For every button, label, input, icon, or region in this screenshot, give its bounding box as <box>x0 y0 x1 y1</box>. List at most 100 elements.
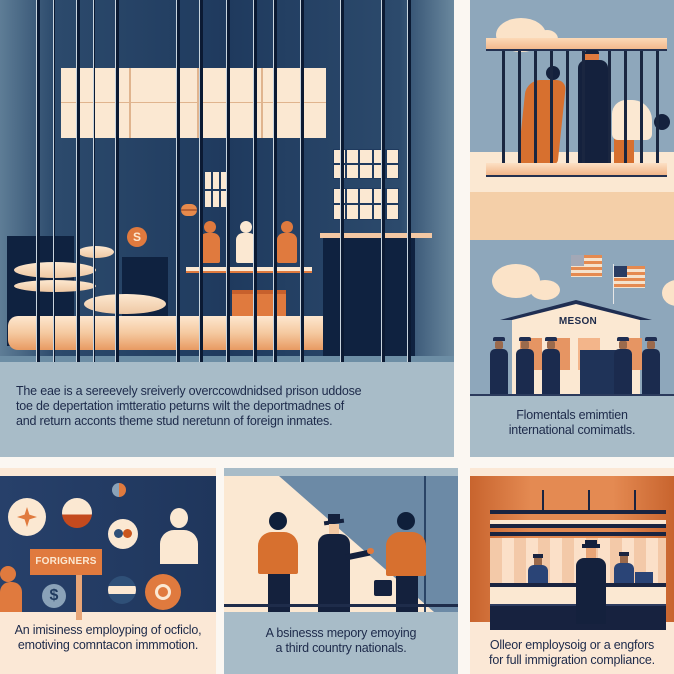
agent-figure <box>542 337 560 395</box>
cage-bar <box>502 51 505 163</box>
small-window <box>204 171 228 208</box>
cage-scene-panel <box>470 0 674 240</box>
cloud-icon <box>662 280 674 306</box>
official-figure <box>316 510 374 612</box>
pillow <box>78 246 114 258</box>
cell-bar <box>76 0 80 362</box>
side-window-upper <box>332 149 400 179</box>
flag-icon <box>614 266 645 288</box>
cell-bar <box>381 0 385 362</box>
inmate-figure <box>236 221 256 267</box>
foreigners-sign: FORIGNERS <box>30 549 102 575</box>
agent-figure <box>516 337 534 395</box>
ledge <box>320 233 432 238</box>
pillow <box>84 294 166 314</box>
cage-bar <box>640 51 643 163</box>
awning-stripe <box>490 520 666 525</box>
person-icon <box>0 566 22 612</box>
inmate-figure <box>200 221 220 267</box>
awning-stripe <box>490 532 666 536</box>
clerk-figure <box>528 554 548 584</box>
cage-bar <box>582 51 585 163</box>
cell-bar <box>273 0 277 362</box>
panel-caption: An imisiness employping of ocficlo, emot… <box>14 623 202 652</box>
settings-badge-icon <box>145 574 181 610</box>
cage-bar <box>518 51 521 163</box>
cell-bar <box>176 0 180 362</box>
coin-icon: S <box>127 227 147 247</box>
food-icon <box>181 204 197 216</box>
cell-bar <box>253 0 257 362</box>
cage-bottom-rail <box>486 163 667 177</box>
counter-illustration <box>470 476 674 630</box>
icons-illustration: FORIGNERS $ <box>0 476 216 620</box>
table <box>232 290 286 316</box>
half-circle-icon <box>62 498 92 528</box>
large-window <box>61 68 326 138</box>
cage-bar <box>608 51 611 163</box>
prisoner-head <box>546 66 560 80</box>
agent-figure <box>642 337 660 395</box>
cage-bar <box>656 51 659 163</box>
cell-bar <box>340 0 344 362</box>
cell-bar <box>300 0 304 362</box>
panel-caption: A bsinesss mepory emoying a third countr… <box>265 626 417 655</box>
dollar-coin-icon: $ <box>42 584 66 608</box>
flagpole <box>613 264 614 304</box>
embassy-panel: MESON Flomentals emimtien international … <box>470 240 674 457</box>
minus-badge-icon <box>108 576 136 604</box>
mattress <box>8 316 353 350</box>
awning-stripe <box>490 524 666 528</box>
prison-cell-illustration: S <box>0 0 454 362</box>
cage-bar <box>534 51 537 163</box>
clerk-figure <box>614 552 634 584</box>
guard-head <box>585 50 599 62</box>
foreigners-icons-panel: FORIGNERS $ An imisiness employping of o… <box>0 468 216 674</box>
bench <box>186 267 312 273</box>
agent-figure <box>490 337 508 395</box>
pillow <box>14 262 96 278</box>
cage-top-rail <box>486 38 667 51</box>
awning-stripe <box>490 510 666 514</box>
flag-icon <box>571 255 602 277</box>
cage-bar <box>550 51 553 163</box>
briefcase-icon <box>374 580 392 596</box>
worker-figure <box>384 512 428 612</box>
cell-bar <box>407 0 411 362</box>
officer-figure <box>576 540 606 624</box>
panel-caption: Flomentals emimtien international comima… <box>508 408 636 437</box>
cell-bar <box>53 0 55 362</box>
cell-bar <box>36 0 40 362</box>
cage-bar <box>566 51 569 163</box>
ceiling-rod <box>542 490 544 510</box>
split-circle-icon <box>112 483 126 497</box>
building-sign: MESON <box>558 316 598 327</box>
prisoner-figure <box>612 100 652 140</box>
compliance-counter-panel: Olleor employsoig or a engfors for full … <box>470 468 674 674</box>
agent-figure <box>614 337 632 395</box>
ceiling-rod <box>588 490 590 510</box>
roof-gable <box>512 304 640 320</box>
sign-post <box>76 575 82 620</box>
cell-bar <box>115 0 119 362</box>
worker-figure <box>258 512 298 612</box>
cell-bar <box>93 0 95 362</box>
inmate-figure <box>277 221 297 267</box>
computer-monitor-icon <box>635 572 653 583</box>
ceiling-rod <box>634 490 636 510</box>
dots-badge-icon <box>108 519 138 549</box>
star-badge-icon <box>8 498 46 536</box>
doorway <box>323 238 415 360</box>
ground-line <box>470 394 674 396</box>
cage-bar <box>624 51 627 163</box>
cell-bar <box>199 0 203 362</box>
cell-bar <box>226 0 230 362</box>
business-meeting-panel: A bsinesss mepory emoying a third countr… <box>224 468 458 674</box>
cloud-icon <box>530 280 560 300</box>
panel-caption: The eae is a sereevely sreiverly overcco… <box>16 384 362 428</box>
person-icon <box>160 508 198 564</box>
podium <box>580 350 620 395</box>
pillow <box>14 280 96 292</box>
prison-overcrowding-panel: S The eae is a sereevely sreiverly o <box>0 0 454 457</box>
side-window-lower <box>332 188 400 220</box>
